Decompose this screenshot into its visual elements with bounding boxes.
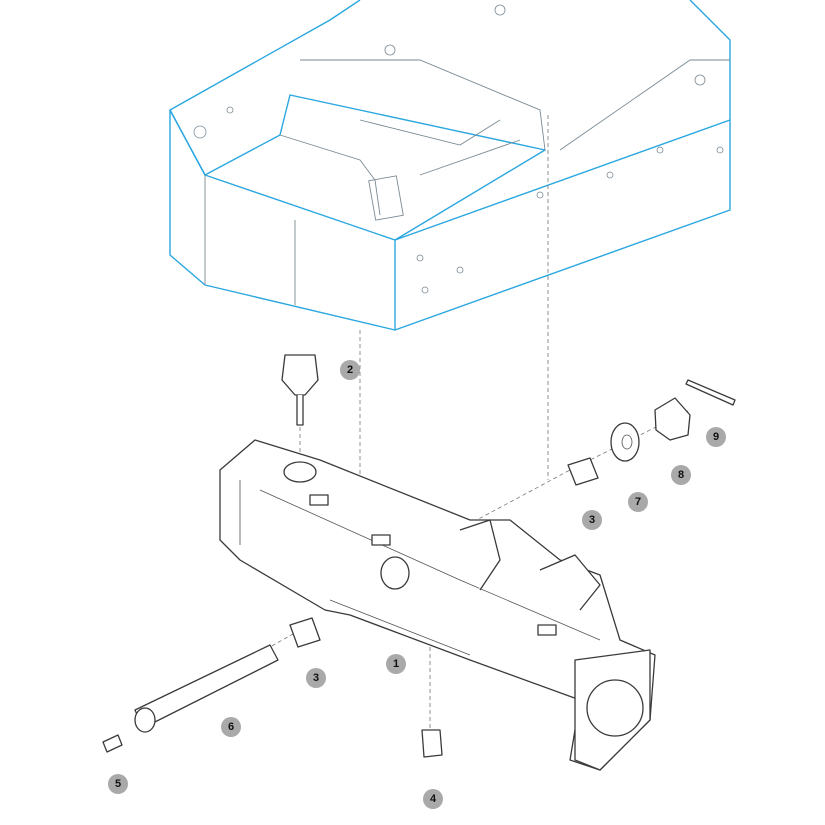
callout-breather: 2: [340, 360, 360, 380]
callout-cotter-pin: 9: [706, 427, 726, 447]
callout-grease-nipple: 5: [108, 774, 128, 794]
axle-housing-part: [219, 439, 656, 771]
bushing-front-part: [289, 617, 321, 648]
bushing-rear-part: [567, 457, 599, 486]
callout-bushing-rear: 3: [582, 510, 602, 530]
pivot-pin-part: [134, 644, 279, 729]
grease-nipple-part: [102, 734, 123, 753]
callout-axle-housing: 1: [386, 654, 406, 674]
washer-part: [610, 422, 640, 462]
callout-nut: 8: [671, 465, 691, 485]
callout-plug: 4: [423, 789, 443, 809]
callout-washer: 7: [628, 492, 648, 512]
breather-part: [281, 354, 319, 426]
callout-pivot-pin: 6: [221, 717, 241, 737]
callout-bushing-front: 3: [306, 668, 326, 688]
nut-part: [654, 397, 691, 441]
plug-part: [421, 729, 443, 758]
cotter-pin-part: [685, 379, 736, 406]
vehicle-frame: [169, 0, 731, 331]
